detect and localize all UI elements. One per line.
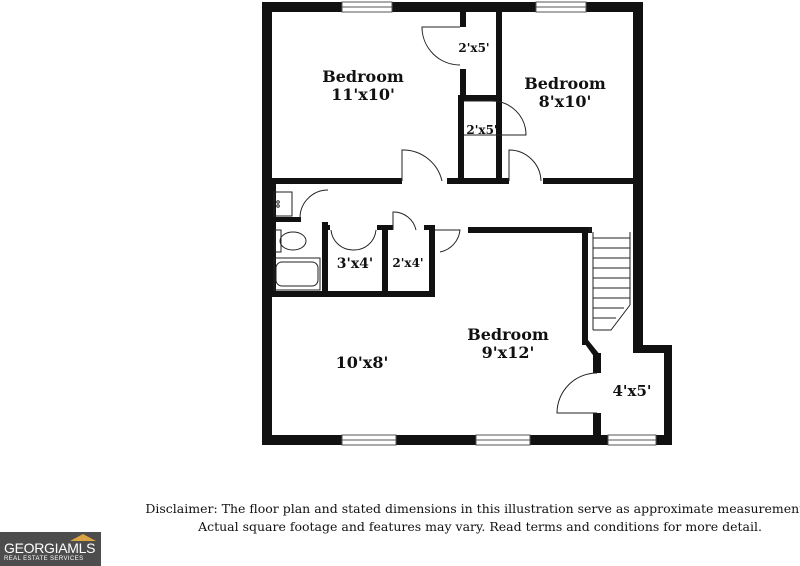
room-label-closet-4: 2'x4' bbox=[387, 256, 429, 270]
room-dims: 2'x4' bbox=[392, 256, 424, 270]
door-swings bbox=[299, 26, 598, 414]
windows bbox=[341, 1, 657, 446]
room-name: Bedroom bbox=[322, 67, 404, 86]
room-dims: 4'x5' bbox=[612, 382, 652, 400]
room-label-bedroom-3: Bedroom 9'x12' bbox=[458, 326, 558, 362]
room-dims: 2'x5' bbox=[466, 123, 498, 137]
room-dims: 8'x10' bbox=[538, 91, 592, 111]
exterior-walls bbox=[262, 2, 672, 445]
bathroom-fixtures bbox=[273, 191, 321, 291]
logo-subtext: REAL ESTATE SERVICES bbox=[4, 556, 84, 562]
toilet-tank bbox=[274, 229, 282, 253]
bathtub bbox=[273, 257, 321, 291]
room-dims: 3'x4' bbox=[336, 256, 374, 272]
room-label-closet-1: 2'x5' bbox=[456, 41, 492, 55]
interior-walls bbox=[262, 2, 638, 440]
disclaimer: Disclaimer: The floor plan and stated di… bbox=[110, 500, 800, 536]
stairs bbox=[589, 227, 631, 331]
room-label-closet-5: 4'x5' bbox=[603, 383, 661, 400]
logo-text: GEORGIAMLS bbox=[4, 540, 96, 556]
toilet-bowl bbox=[279, 231, 307, 251]
room-name: Bedroom bbox=[467, 325, 549, 344]
disclaimer-line-2: Actual square footage and features may v… bbox=[198, 519, 762, 534]
room-label-10x8: 10'x8' bbox=[322, 354, 402, 372]
room-label-closet-3: 3'x4' bbox=[327, 256, 383, 273]
georgia-mls-logo: GEORGIAMLS REAL ESTATE SERVICES bbox=[0, 532, 101, 566]
logo-roof-icon bbox=[70, 534, 96, 541]
room-dims: 10'x8' bbox=[335, 353, 389, 372]
room-dims: 9'x12' bbox=[481, 342, 535, 362]
room-label-bedroom-2: Bedroom 8'x10' bbox=[515, 75, 615, 111]
sink bbox=[273, 191, 293, 217]
room-label-closet-2: 2'x5' bbox=[463, 123, 501, 137]
room-dims: 11'x10' bbox=[331, 84, 395, 104]
disclaimer-line-1: Disclaimer: The floor plan and stated di… bbox=[145, 501, 800, 516]
room-name: Bedroom bbox=[524, 74, 606, 93]
room-label-bedroom-1: Bedroom 11'x10' bbox=[313, 68, 413, 104]
room-dims: 2'x5' bbox=[458, 41, 490, 55]
